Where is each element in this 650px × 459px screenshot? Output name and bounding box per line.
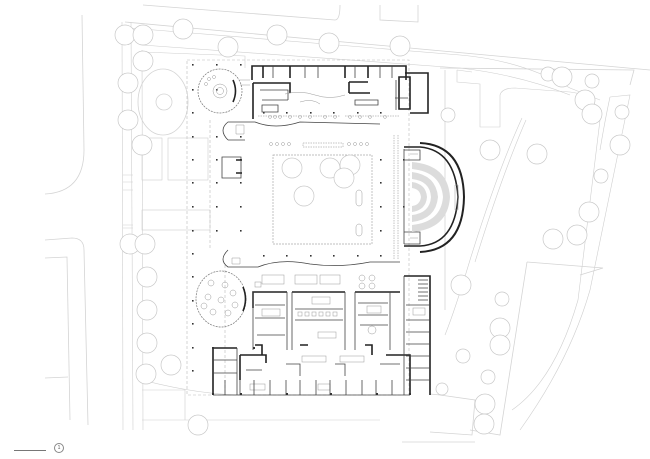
auditorium [403,142,466,253]
north-arrow-icon: 1 [54,443,64,453]
east-core [403,275,431,395]
courtyard [269,142,373,245]
bridges [221,121,400,268]
round-pavilion-south [195,270,247,328]
east-arcade-edge [393,135,399,260]
north-wing [251,65,429,119]
scale-bar [14,448,46,451]
south-wing [212,274,411,396]
trees [114,18,631,436]
round-pavilion-north [197,68,250,114]
column-grid [186,59,410,396]
